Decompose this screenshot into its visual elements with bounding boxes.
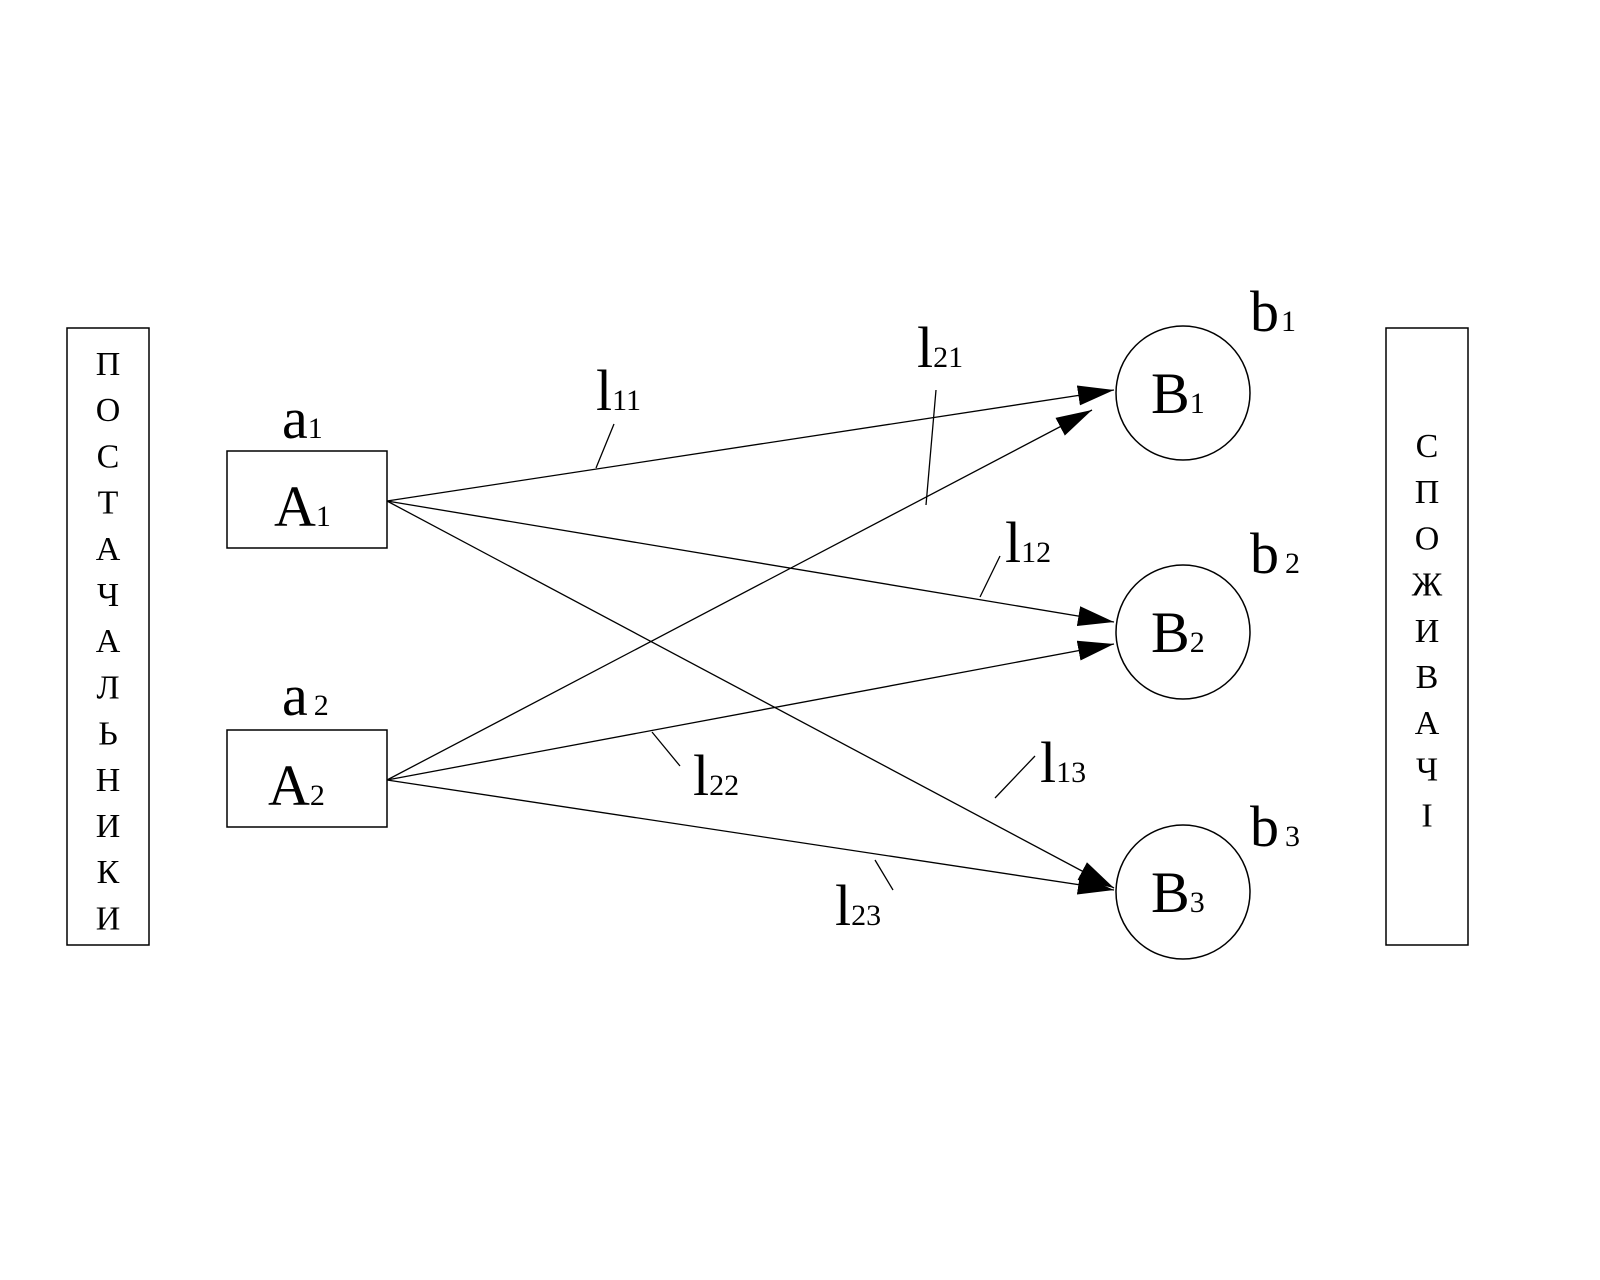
consumers-panel-letter: В	[1416, 659, 1439, 696]
consumers-panel-frame	[1385, 327, 1469, 946]
route-leader-11	[595, 423, 615, 469]
route-label-12: l12	[1005, 510, 1051, 575]
route-leader-21	[925, 389, 937, 506]
suppliers-panel-letter: А	[96, 623, 121, 660]
consumer-node-b2-label: B2	[1151, 600, 1205, 665]
consumers-panel-letter: Ж	[1412, 567, 1443, 604]
consumers-panel-letter: Ч	[1416, 751, 1438, 788]
suppliers-panel-letter: Л	[96, 669, 119, 706]
consumer-node-b3-label: B3	[1151, 860, 1205, 925]
consumers-panel-letter: А	[1415, 705, 1440, 742]
suppliers-panel-letter: Т	[98, 485, 119, 522]
suppliers-panel-frame	[66, 327, 150, 946]
supplier-node-a2-box	[226, 729, 388, 828]
consumers-panel-letter: П	[1415, 474, 1440, 511]
route-label-21: l21	[917, 315, 963, 380]
suppliers-panel-letter: А	[96, 531, 121, 568]
route-leader-12	[979, 555, 1001, 598]
suppliers-panel-letter: С	[97, 438, 120, 475]
suppliers-panel-letter: Н	[96, 762, 121, 799]
route-edge-23	[386, 779, 1115, 895]
suppliers-panel-letter: К	[97, 854, 120, 891]
route-edge-21	[386, 409, 1093, 781]
route-leader-23	[874, 859, 894, 891]
route-leader-13	[994, 755, 1036, 799]
suppliers-panel-letter: И	[96, 900, 121, 937]
consumer-node-b3-circle	[1115, 824, 1251, 960]
consumer-node-b1-label: B1	[1151, 361, 1205, 426]
consumers-panel-letter: И	[1415, 613, 1440, 650]
route-label-23: l23	[835, 873, 881, 938]
supply-a1-label: a1	[282, 386, 323, 451]
route-label-22: l22	[693, 743, 739, 808]
supplier-node-a1: A1 a1	[226, 386, 388, 549]
suppliers-panel-letter: Ч	[97, 577, 119, 614]
supplier-node-a1-box	[226, 450, 388, 549]
route-label-11: l11	[596, 358, 641, 423]
route-edge-13	[386, 500, 1115, 889]
supplier-node-a1-label: A1	[274, 474, 331, 539]
route-edge-11	[386, 385, 1115, 502]
route-edge-22	[386, 640, 1115, 781]
suppliers-panel-letter: Ь	[98, 716, 118, 753]
supplier-node-a2-label: A2	[268, 753, 325, 818]
consumer-node-b1: B1 b1	[1115, 279, 1296, 461]
demand-b1-label: b1	[1250, 279, 1296, 344]
route-leader-22	[651, 731, 681, 767]
consumers-panel-letter: І	[1421, 798, 1432, 835]
consumers-panel-letter: О	[1415, 520, 1440, 557]
consumer-node-b2-circle	[1115, 564, 1251, 700]
route-label-13: l13	[1040, 730, 1086, 795]
suppliers-panel-letter: П	[96, 346, 121, 383]
route-edge-12	[386, 500, 1115, 626]
consumers-panel-letter: С	[1416, 428, 1439, 465]
suppliers-panel-letter: И	[96, 808, 121, 845]
consumer-node-b1-circle	[1115, 325, 1251, 461]
suppliers-panel-letter: О	[96, 392, 121, 429]
